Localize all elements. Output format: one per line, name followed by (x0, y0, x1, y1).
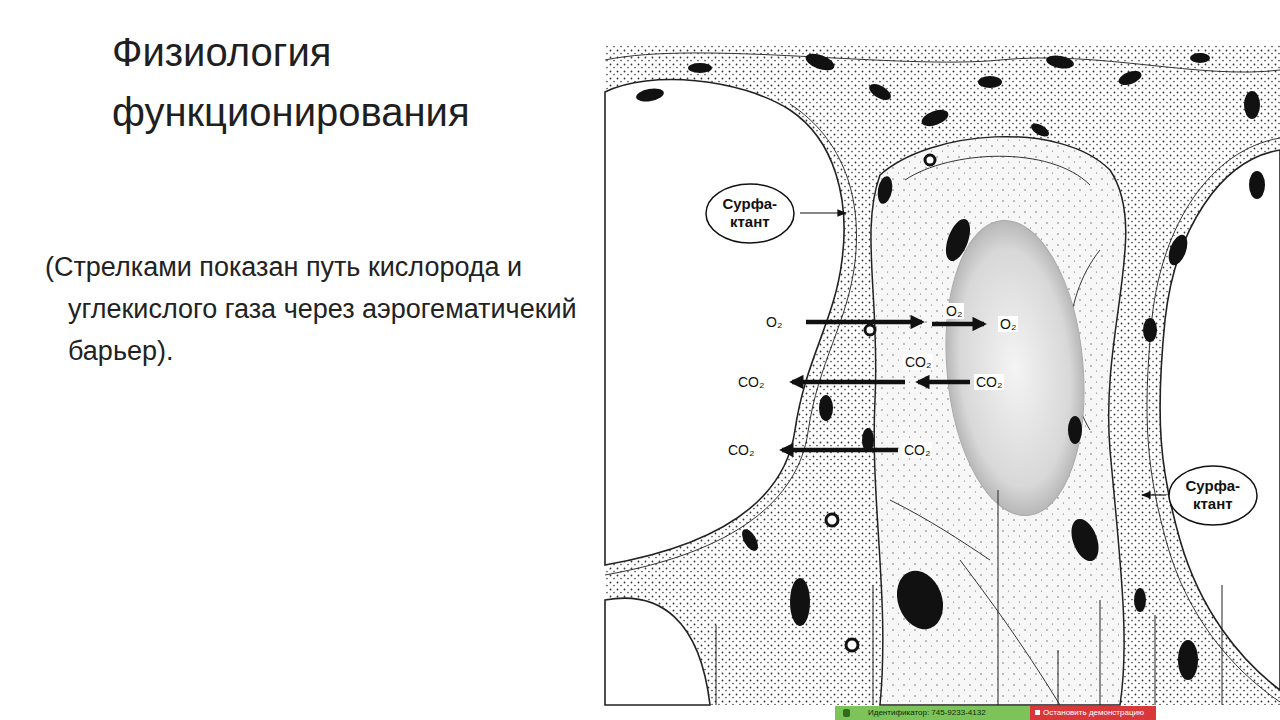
leader-line (1058, 650, 1059, 705)
conference-id: Идентификатор: 745-9233-4132 (868, 707, 986, 719)
basement-membrane (1147, 138, 1280, 702)
tissue-ground (605, 45, 1280, 705)
nucleus (1066, 515, 1104, 565)
bottom-leader-lines (716, 490, 1222, 705)
callout-text: Сурфа- ктант (1186, 477, 1241, 513)
nucleus (1249, 171, 1265, 199)
alveolus-lower-left (605, 598, 710, 705)
gas-label: CO₂ (902, 442, 932, 458)
erythrocyte (934, 215, 1095, 522)
nucleus (919, 107, 950, 130)
o2-arrow (932, 322, 984, 327)
nucleus (1244, 91, 1260, 119)
basement-membrane (605, 104, 856, 575)
gas-label: CO₂ (726, 442, 756, 458)
co2-arrow (792, 380, 905, 385)
nucleus (1045, 54, 1075, 71)
nucleus (739, 527, 761, 554)
co2-arrow (782, 448, 898, 453)
nucleus (978, 76, 1002, 88)
capillary-ring (846, 639, 858, 651)
o2-arrow (806, 320, 922, 325)
slide-caption: (Стрелками показан путь кислорода и угле… (45, 246, 605, 372)
leader-line (873, 585, 874, 705)
callout-leaders (800, 213, 1166, 495)
nucleus (635, 87, 665, 104)
callout-texts: Сурфа- ктант (1186, 477, 1241, 513)
callout-text: Сурфа- ктант (723, 195, 778, 231)
leader-line (998, 490, 999, 705)
nucleus (1190, 53, 1210, 63)
ellipse-shape (706, 184, 794, 243)
phone-icon (843, 709, 850, 717)
ellipse-shape (1169, 466, 1257, 525)
cell-membrane (605, 53, 1280, 72)
callout-ellipse: Сурфа- ктант (705, 183, 795, 244)
co2-arrow (918, 380, 970, 385)
leader-line (716, 625, 717, 705)
stop-button (1030, 706, 1156, 720)
gas-label: CO₂ (736, 374, 766, 390)
capillary-ring (865, 325, 875, 335)
nucleus (790, 578, 810, 626)
nucleus (804, 50, 837, 73)
nucleus (889, 564, 951, 635)
nucleus (688, 63, 712, 73)
stop-icon (1035, 710, 1040, 715)
leader-line (1100, 600, 1101, 705)
capillary-lumen (871, 137, 1126, 705)
gas-label: O₂ (764, 314, 784, 330)
leader-line (1155, 615, 1156, 705)
cell-membrane (960, 560, 1060, 705)
gas-label: O₂ (944, 303, 964, 319)
surfactant-leader (1142, 494, 1166, 495)
callout-texts: Сурфа- ктант (723, 195, 778, 231)
capillary-ring (826, 514, 838, 526)
cell-membrane (890, 500, 990, 560)
nucleus (1117, 68, 1144, 87)
gas-arrows (782, 322, 984, 450)
nucleus (1134, 588, 1146, 612)
nucleus (876, 175, 895, 205)
nucleus (1165, 232, 1191, 268)
surfactant-leader (800, 212, 846, 213)
callout-ellipse: Сурфа- ктант (1168, 465, 1258, 526)
nucleus (1029, 121, 1051, 140)
nucleus (819, 395, 833, 421)
nucleus (1068, 416, 1082, 444)
alveolus-right (1160, 150, 1280, 690)
gas-label: CO₂ (903, 354, 933, 370)
nucleus (941, 216, 975, 264)
nucleus (1143, 318, 1157, 342)
nuclei (635, 50, 1265, 680)
gas-label: CO₂ (974, 374, 1004, 390)
nucleus (867, 81, 894, 103)
leader-line (1222, 585, 1223, 705)
gas-label: O₂ (998, 316, 1018, 332)
slide-title: Физиология функционирования (112, 22, 582, 142)
stop-sharing-button: Остановить демонстрацию (1043, 707, 1144, 719)
capillary-ring (925, 155, 935, 165)
small-capillaries (826, 155, 935, 651)
share-bar (835, 706, 1030, 720)
nucleus (1178, 640, 1198, 680)
